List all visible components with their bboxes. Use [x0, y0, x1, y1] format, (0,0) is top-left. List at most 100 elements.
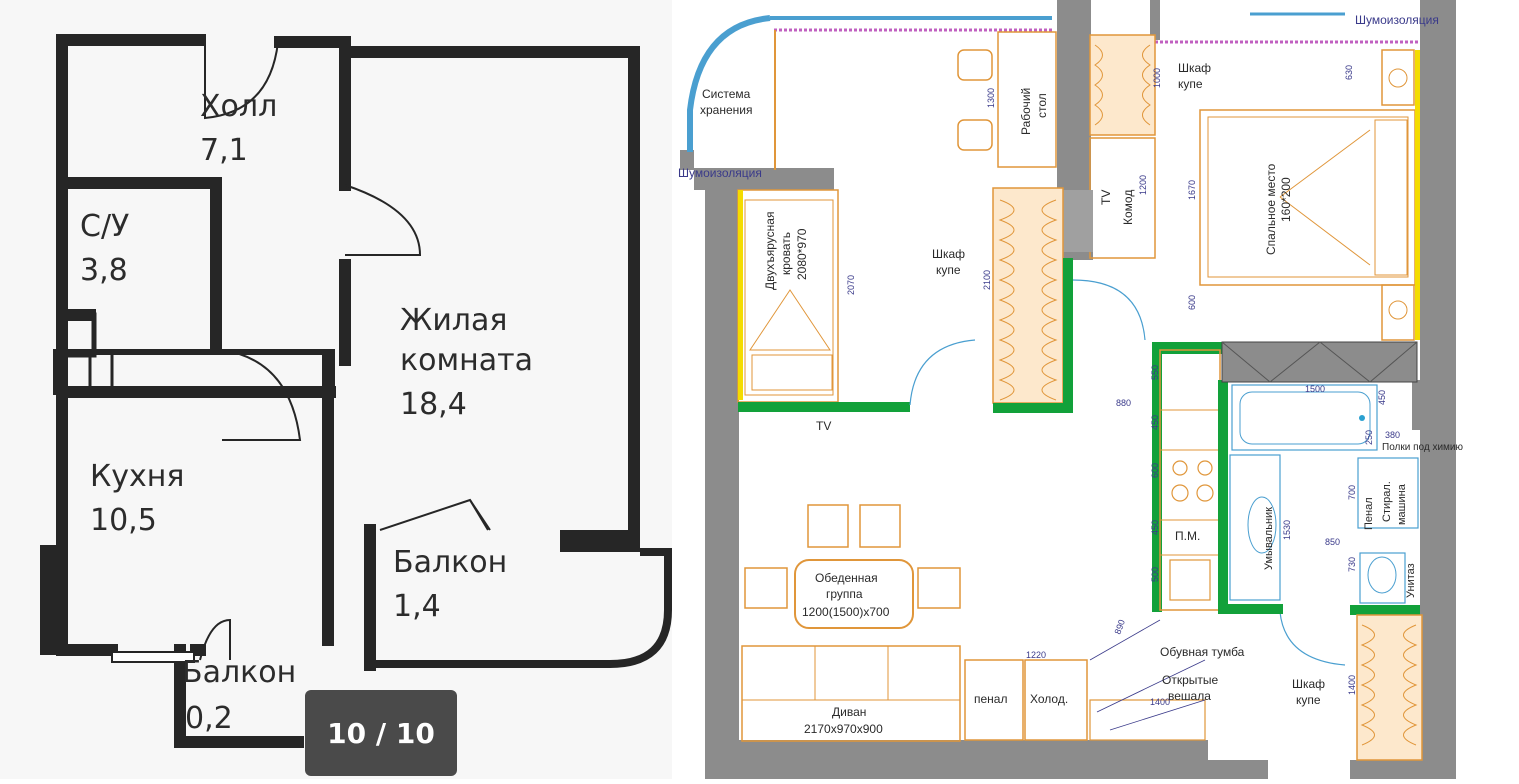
shoe-cabinet-label: Обувная тумба	[1160, 645, 1245, 659]
window	[111, 651, 195, 663]
sofa-label-2: 2170х970х900	[804, 722, 883, 736]
wardrobe-bottom-label: Шкаф	[1292, 677, 1325, 691]
dim-890: 890	[1112, 618, 1127, 636]
pencil-cabinet-label: пенал	[974, 692, 1007, 706]
bunk-label-3: 2080*970	[795, 228, 809, 280]
dim-1400b: 1400	[1347, 675, 1357, 695]
washer-label: Стирал.	[1381, 481, 1393, 522]
desk	[997, 31, 1057, 168]
sink	[1229, 454, 1281, 601]
original-floor-plan: Холл 7,1 С/У 3,8 Жилая комната 18,4 Кухн…	[0, 0, 680, 779]
dim-450b: 450	[1377, 390, 1387, 405]
wardrobe-top-label: Шкаф	[1178, 61, 1211, 75]
wardrobe-bottom-label-2: купе	[1296, 693, 1321, 707]
shoe-cabinet	[1089, 699, 1206, 741]
sofa-label: Диван	[832, 705, 866, 719]
dim-2100: 2100	[982, 270, 992, 290]
room-name-living: Жилая	[400, 303, 507, 338]
room-area-hall: 7,1	[200, 133, 248, 168]
shelves-label: Полки под химию	[1382, 442, 1464, 453]
cooktop	[1171, 460, 1214, 502]
toilet	[1359, 552, 1406, 604]
dim-1400a: 1400	[1150, 697, 1170, 707]
dining-label: Обеденная	[815, 571, 878, 585]
pencil-case-label: Пенал	[1363, 497, 1375, 530]
design-floor-plan: Система хранения Шумоизоляция Шумоизоляц…	[672, 0, 1519, 780]
room-area-living: 18,4	[400, 387, 467, 422]
toilet-label: Унитаз	[1405, 563, 1417, 598]
hangers-label: Открытые	[1162, 673, 1219, 687]
dresser-label: Комод	[1121, 190, 1135, 225]
dim-1000: 1000	[1152, 68, 1162, 88]
dim-250: 250	[1364, 430, 1374, 445]
dining-table	[794, 559, 914, 629]
dim-1220: 1220	[1026, 650, 1046, 660]
washing-machine	[1357, 457, 1419, 529]
bunk-label: Двухъярусная	[763, 212, 777, 290]
hangers-label-2: вешала	[1168, 689, 1211, 703]
storage-label-2: хранения	[700, 103, 752, 117]
noise-insulation-left: Шумоизоляция	[678, 166, 762, 180]
noise-insulation-top: Шумоизоляция	[1355, 13, 1439, 27]
balcony-wall	[560, 530, 640, 552]
dim-1200: 1200	[1138, 175, 1148, 195]
bunk-label-2: кровать	[779, 232, 793, 275]
dim-1500: 1500	[1305, 384, 1325, 394]
design-plan-drawing: Система хранения Шумоизоляция Шумоизоляц…	[678, 0, 1464, 780]
bed-label-2: 160*200	[1279, 177, 1293, 222]
desk-label: Рабочий	[1019, 88, 1033, 135]
sofa	[741, 645, 961, 742]
dim-500: 500	[1150, 567, 1160, 582]
wardrobe-middle-label-2: купе	[936, 263, 961, 277]
tv-bottom-label: TV	[816, 419, 831, 433]
washer-label-2: машина	[1396, 483, 1408, 525]
room-area-bathroom: 3,8	[80, 253, 128, 288]
dim-550: 550	[1150, 365, 1160, 380]
pencil-cabinet	[964, 659, 1024, 741]
dim-600b: 600	[1150, 463, 1160, 478]
dim-600a: 600	[1187, 295, 1197, 310]
room-area-kitchen: 10,5	[90, 503, 157, 538]
dim-1300: 1300	[986, 88, 996, 108]
room-area-balcony: 1,4	[393, 589, 441, 624]
original-plan-drawing: Холл 7,1 С/У 3,8 Жилая комната 18,4 Кухн…	[40, 34, 672, 748]
bathtub	[1231, 384, 1378, 451]
dining-label-2: группа	[826, 587, 863, 601]
bunk-bed	[737, 189, 839, 403]
wardrobe-top	[1089, 34, 1156, 136]
room-name-bathroom: С/У	[80, 209, 129, 244]
kitchen-sink	[1169, 559, 1211, 601]
wardrobe-middle	[992, 187, 1064, 404]
dim-2070: 2070	[846, 275, 856, 295]
room-area-balcony-small: 0,2	[185, 701, 233, 736]
desk-chairs	[957, 49, 993, 151]
dining-label-3: 1200(1500)х700	[802, 605, 890, 619]
dining-chairs	[744, 504, 961, 609]
dim-630: 630	[1344, 65, 1354, 80]
wardrobe-top-label-2: купе	[1178, 77, 1203, 91]
dim-1530: 1530	[1282, 520, 1292, 540]
image-counter-badge[interactable]: 10 / 10	[305, 690, 457, 776]
kitchen-counter	[1159, 349, 1221, 611]
dim-880: 880	[1116, 398, 1131, 408]
tv-top-label: TV	[1099, 190, 1113, 205]
fridge-label: Холод.	[1030, 692, 1068, 706]
room-name-hall: Холл	[200, 89, 277, 124]
room-name-balcony: Балкон	[393, 545, 507, 580]
dim-380: 380	[1385, 430, 1400, 440]
dim-730: 730	[1347, 557, 1357, 572]
dim-700: 700	[1347, 485, 1357, 500]
balcony-outline	[370, 548, 672, 668]
desk-label-2: стол	[1035, 93, 1049, 118]
vent-shaft	[53, 349, 335, 395]
door-arcs	[909, 279, 1346, 666]
door-swings	[199, 40, 491, 661]
wardrobe-middle-label: Шкаф	[932, 247, 965, 261]
bed-label: Спальное место	[1264, 163, 1278, 255]
dim-450c: 450	[1150, 520, 1160, 535]
dishwasher-label: П.М.	[1175, 529, 1200, 543]
dim-850: 850	[1325, 537, 1340, 547]
storage-label: Система	[702, 87, 751, 101]
dim-450a: 450	[1150, 415, 1160, 430]
fridge	[1024, 659, 1088, 741]
